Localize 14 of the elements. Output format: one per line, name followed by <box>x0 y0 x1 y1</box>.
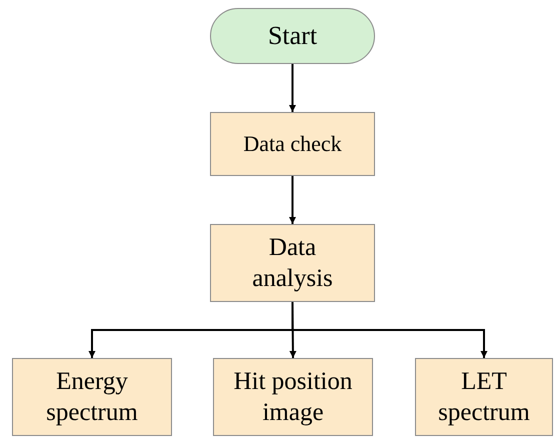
arrow <box>289 64 296 112</box>
node-label: Energy spectrum <box>45 366 139 428</box>
arrow <box>292 302 488 358</box>
process-box <box>12 358 172 436</box>
node-label: Data check <box>243 130 342 158</box>
arrow <box>289 176 296 224</box>
node-label: Hit position image <box>232 366 354 428</box>
process-box <box>213 358 373 436</box>
process-box <box>415 358 553 436</box>
node-label: Start <box>268 20 318 52</box>
process-box <box>210 112 375 176</box>
node-label: LET spectrum <box>437 366 531 428</box>
node-label: Data analysis <box>251 232 334 294</box>
process-box <box>210 224 375 302</box>
